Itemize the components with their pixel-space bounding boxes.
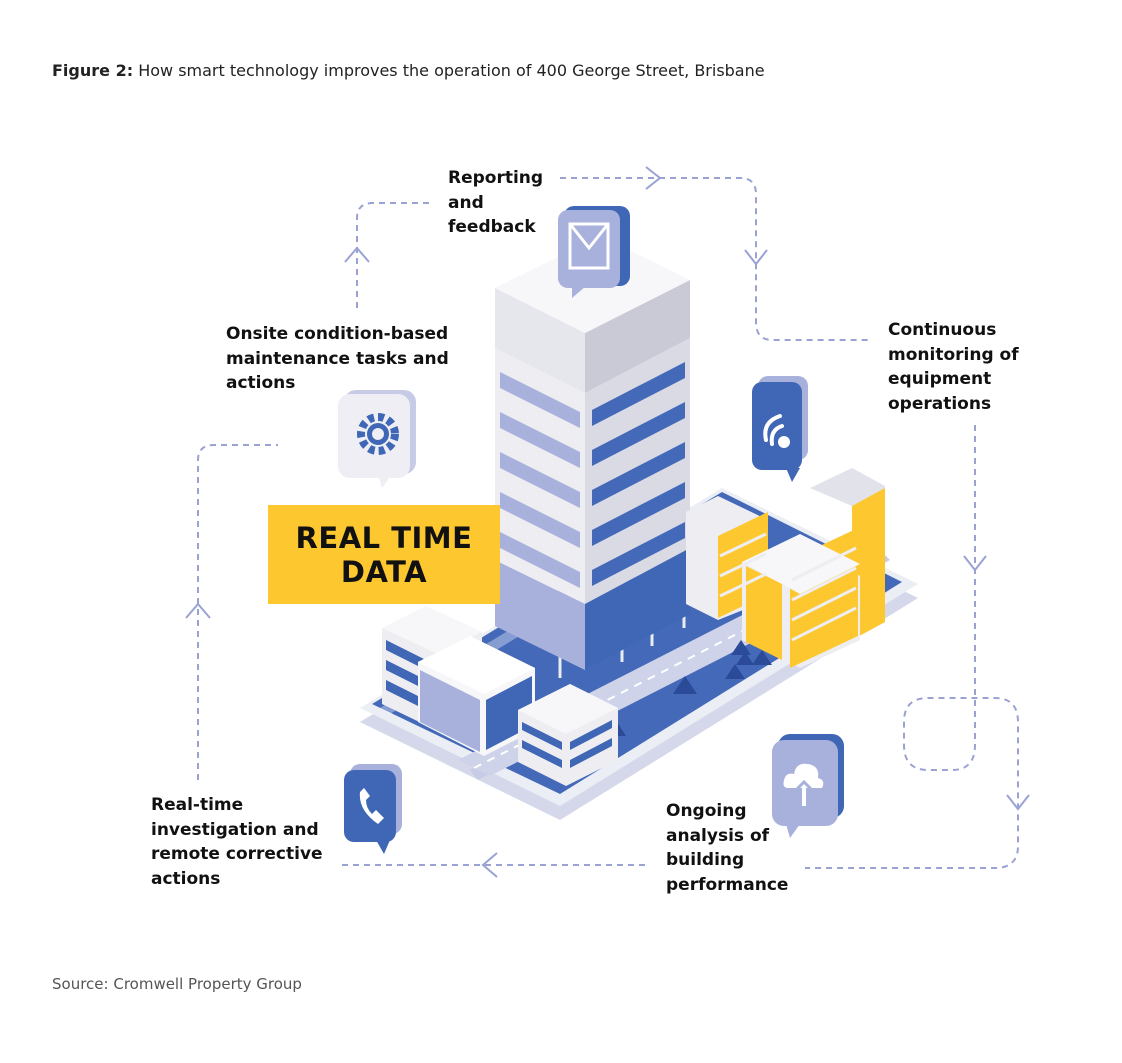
real-time-data-box: REAL TIME DATA — [268, 505, 500, 604]
step-analysis-line-2: analysis of — [666, 825, 770, 846]
arrowhead-down-right — [744, 249, 768, 266]
wifi-icon — [752, 376, 808, 482]
step-analysis-line-3: building — [666, 850, 745, 870]
step-analysis-label: Ongoing analysis of building performance — [666, 799, 788, 897]
arrow-heads — [185, 166, 1030, 878]
road-marking — [473, 613, 777, 769]
arrow-path-to-analysis — [805, 425, 1019, 869]
step-monitoring-line-1: Continuous — [888, 320, 997, 340]
arrowhead-up-left — [185, 602, 211, 619]
step-investigation-line-4: actions — [151, 868, 221, 889]
figure-title: How smart technology improves the operat… — [138, 61, 765, 80]
step-reporting-label: Reporting and feedback — [448, 166, 543, 240]
cycle-arrows — [197, 177, 1019, 869]
arrowhead-up-top-left — [344, 246, 370, 263]
arrow-path-to-maintenance — [197, 444, 278, 780]
arrowhead-right-top — [645, 166, 662, 190]
step-reporting-line-2: and — [448, 192, 484, 213]
step-maintenance-line-2: maintenance tasks and — [226, 348, 449, 369]
phone-icon — [344, 764, 402, 854]
step-monitoring-line-2: monitoring of — [888, 344, 1019, 365]
step-maintenance-line-3: actions — [226, 373, 296, 393]
right-buildings — [686, 468, 885, 668]
step-investigation-label: Real-time investigation and remote corre… — [151, 793, 323, 891]
step-monitoring-label: Continuous monitoring of equipment opera… — [888, 318, 1019, 416]
real-time-data-line-1: REAL TIME — [295, 520, 473, 555]
gear-icon — [338, 390, 416, 488]
cloud-upload-icon — [772, 734, 844, 838]
step-maintenance-line-1: Onsite condition-based — [226, 324, 449, 344]
arrowhead-left-bottom — [481, 852, 498, 878]
main-tower — [495, 236, 690, 670]
left-buildings — [382, 606, 618, 786]
step-reporting-line-1: Reporting — [448, 168, 544, 188]
step-analysis-line-1: Ongoing — [666, 801, 747, 821]
arrowhead-down-monitor — [963, 555, 987, 572]
step-investigation-line-3: remote corrective — [151, 844, 323, 864]
arrow-path-to-reporting — [356, 202, 430, 308]
step-monitoring-line-3: equipment — [888, 369, 992, 389]
source-note: Source: Cromwell Property Group — [52, 975, 302, 993]
figure-label: Figure 2: — [52, 61, 134, 80]
step-monitoring-line-4: operations — [888, 393, 992, 414]
step-maintenance-label: Onsite condition-based maintenance tasks… — [226, 322, 449, 396]
arrow-path-to-monitoring — [560, 177, 868, 341]
envelope-icon — [558, 206, 630, 298]
step-investigation-line-1: Real-time — [151, 795, 244, 815]
step-analysis-line-4: performance — [666, 874, 789, 895]
real-time-data-line-2: DATA — [340, 554, 428, 589]
step-reporting-line-3: feedback — [448, 217, 536, 237]
arrowhead-down-far-right — [1006, 794, 1030, 811]
step-investigation-line-2: investigation and — [151, 819, 319, 840]
figure-caption: Figure 2: How smart technology improves … — [52, 61, 765, 80]
